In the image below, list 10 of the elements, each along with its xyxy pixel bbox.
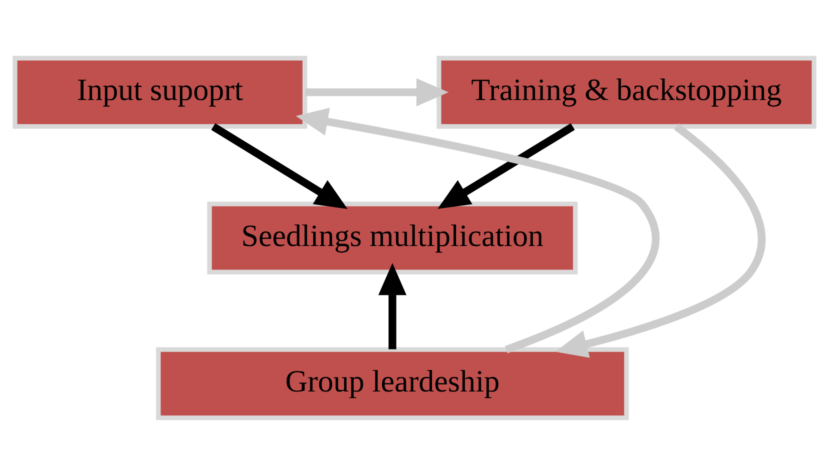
arrow: [378, 262, 406, 350]
arrow: [555, 123, 766, 358]
arrow: [296, 108, 660, 354]
arrow: [305, 78, 449, 106]
arrow: [211, 123, 348, 209]
node-box: Seedlings multiplication: [207, 202, 578, 274]
node-box: Training & backstopping: [436, 56, 816, 129]
node-box: Input supoprt: [12, 56, 308, 129]
arrow: [438, 123, 575, 209]
node-box: Group leardeship: [156, 347, 629, 420]
